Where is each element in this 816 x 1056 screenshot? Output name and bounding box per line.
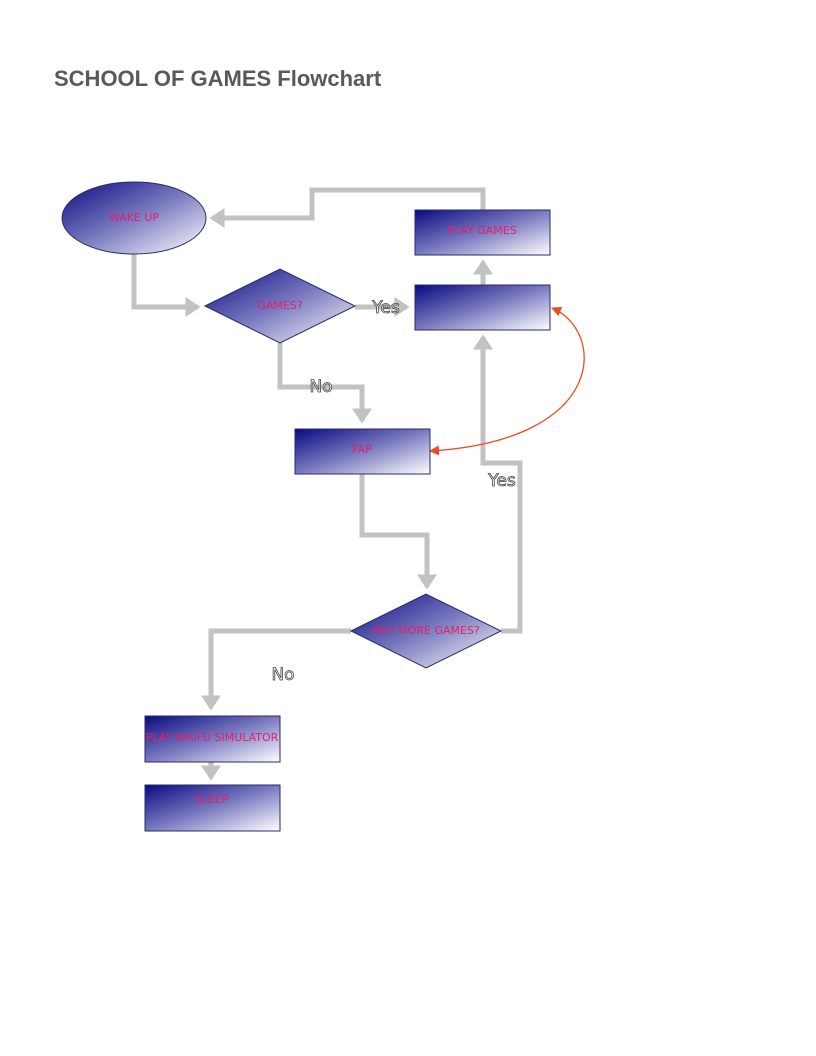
curved-connector [429, 306, 585, 456]
connector-fap-to-anymore [359, 474, 437, 590]
node-play-games: PLAY GAMES [414, 209, 551, 256]
node-any-more-games: ANY MORE GAMES? [349, 593, 503, 669]
node-unlabeled-box [414, 284, 551, 331]
node-fap: FAP [294, 428, 431, 475]
page-title: SCHOOL OF GAMES Flowchart [54, 66, 382, 91]
node-label: FAP [352, 443, 372, 456]
edge-label-more-yes: Yes [487, 471, 516, 491]
node-label: WAKE UP [109, 211, 160, 224]
connector-anymore-no [201, 628, 351, 711]
edge-label-games-yes: Yes [371, 298, 400, 318]
connector-playgames-to-wakeup [209, 187, 486, 228]
edge-label-more-no: No [271, 665, 294, 685]
connector-wakeup-to-games [131, 254, 201, 317]
node-label: PLAY WAIFU SIMULATOR [146, 731, 279, 744]
node-label: ANY MORE GAMES? [372, 624, 480, 637]
edge-label-games-no: No [309, 377, 332, 397]
node-label: PLAY GAMES [447, 224, 516, 237]
node-games-decision: GAMES? [203, 268, 357, 344]
node-wake-up: WAKE UP [61, 181, 207, 255]
node-play-waifu: PLAY WAIFU SIMULATOR [144, 715, 281, 763]
node-sleep: SLEEP [144, 784, 281, 832]
node-label: GAMES? [257, 299, 302, 312]
connector-games-no [277, 343, 372, 424]
node-label: SLEEP [195, 793, 229, 806]
